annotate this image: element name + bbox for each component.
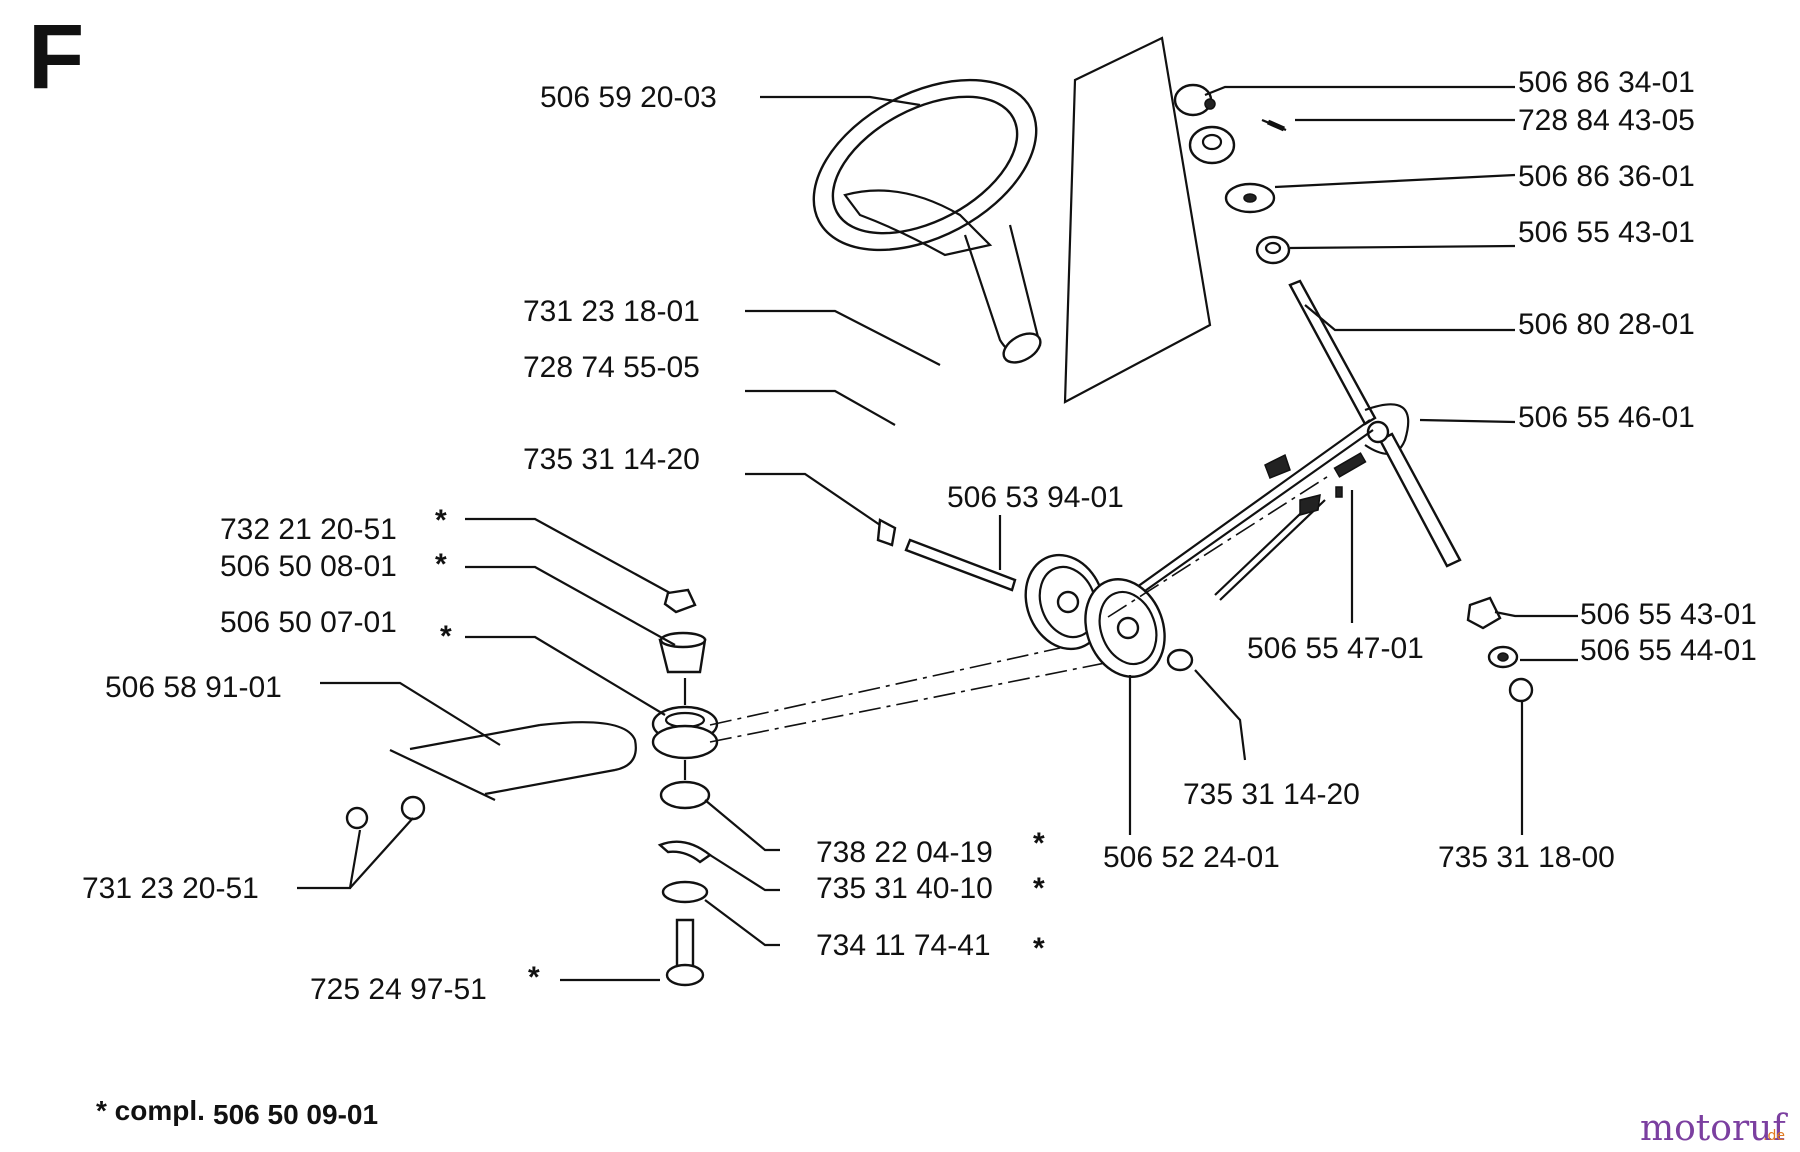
asterisk-734-11-74-41: * [1033, 932, 1045, 965]
asterisk-732-21-20-51: * [435, 504, 447, 537]
asterisk-738-22-04-19: * [1033, 827, 1045, 860]
label-506-53-94-01: 506 53 94-01 [947, 481, 1124, 514]
lower-assembly [345, 588, 719, 987]
asterisk-506-50-07-01: * [440, 620, 452, 653]
label-506-50-08-01: 506 50 08-01 [220, 550, 397, 583]
label-731-23-18-01: 731 23 18-01 [523, 295, 700, 328]
label-734-11-74-41: 734 11 74-41 [816, 929, 991, 962]
label-735-31-14-20-bottom: 735 31 14-20 [1183, 778, 1360, 811]
section-letter: F [28, 6, 84, 108]
steering-wheel-drawing [812, 78, 1042, 364]
label-506-86-36-01: 506 86 36-01 [1518, 160, 1695, 193]
label-506-55-43-01-top: 506 55 43-01 [1518, 216, 1695, 249]
asterisk-725-24-97-51: * [528, 961, 540, 994]
footnote-number: 506 50 09-01 [213, 1099, 378, 1130]
label-738-22-04-19: 738 22 04-19 [816, 836, 993, 869]
label-506-55-47-01: 506 55 47-01 [1247, 632, 1424, 665]
label-731-23-20-51: 731 23 20-51 [82, 872, 259, 905]
label-506-55-46-01: 506 55 46-01 [1518, 401, 1695, 434]
label-506-80-28-01: 506 80 28-01 [1518, 308, 1695, 341]
column-top-parts [1173, 83, 1462, 568]
pulleys [876, 518, 1194, 678]
dashboard-panel-outline [1063, 36, 1212, 404]
label-728-74-55-05: 728 74 55-05 [523, 351, 700, 384]
label-735-31-14-20-top: 735 31 14-20 [523, 443, 700, 476]
label-735-31-18-00: 735 31 18-00 [1438, 841, 1615, 874]
column-bottom-parts [1466, 596, 1534, 703]
label-506-59-20-03: 506 59 20-03 [540, 81, 717, 114]
watermark-logo: motoruf [1640, 1108, 1788, 1149]
label-725-24-97-51: 725 24 97-51 [310, 973, 487, 1006]
leader-lines [297, 85, 1578, 982]
label-735-31-40-10: 735 31 40-10 [816, 872, 993, 905]
footnote-marker: * compl. [96, 1095, 205, 1126]
label-506-55-44-01: 506 55 44-01 [1580, 634, 1757, 667]
centerline-1 [709, 647, 1061, 726]
label-506-86-34-01: 506 86 34-01 [1518, 66, 1695, 99]
label-506-50-07-01: 506 50 07-01 [220, 606, 397, 639]
watermark-suffix: .de [1763, 1128, 1785, 1144]
label-506-55-43-01-bottom: 506 55 43-01 [1580, 598, 1757, 631]
label-732-21-20-51: 732 21 20-51 [220, 513, 397, 546]
centerline-3 [1107, 474, 1331, 618]
centerline-2 [709, 661, 1111, 743]
label-506-52-24-01: 506 52 24-01 [1103, 841, 1280, 874]
asterisk-506-50-08-01: * [435, 548, 447, 581]
linkage-rods [1104, 419, 1374, 618]
asterisk-735-31-40-10: * [1033, 872, 1045, 905]
label-506-58-91-01: 506 58 91-01 [105, 671, 282, 704]
label-728-84-43-05: 728 84 43-05 [1518, 104, 1695, 137]
